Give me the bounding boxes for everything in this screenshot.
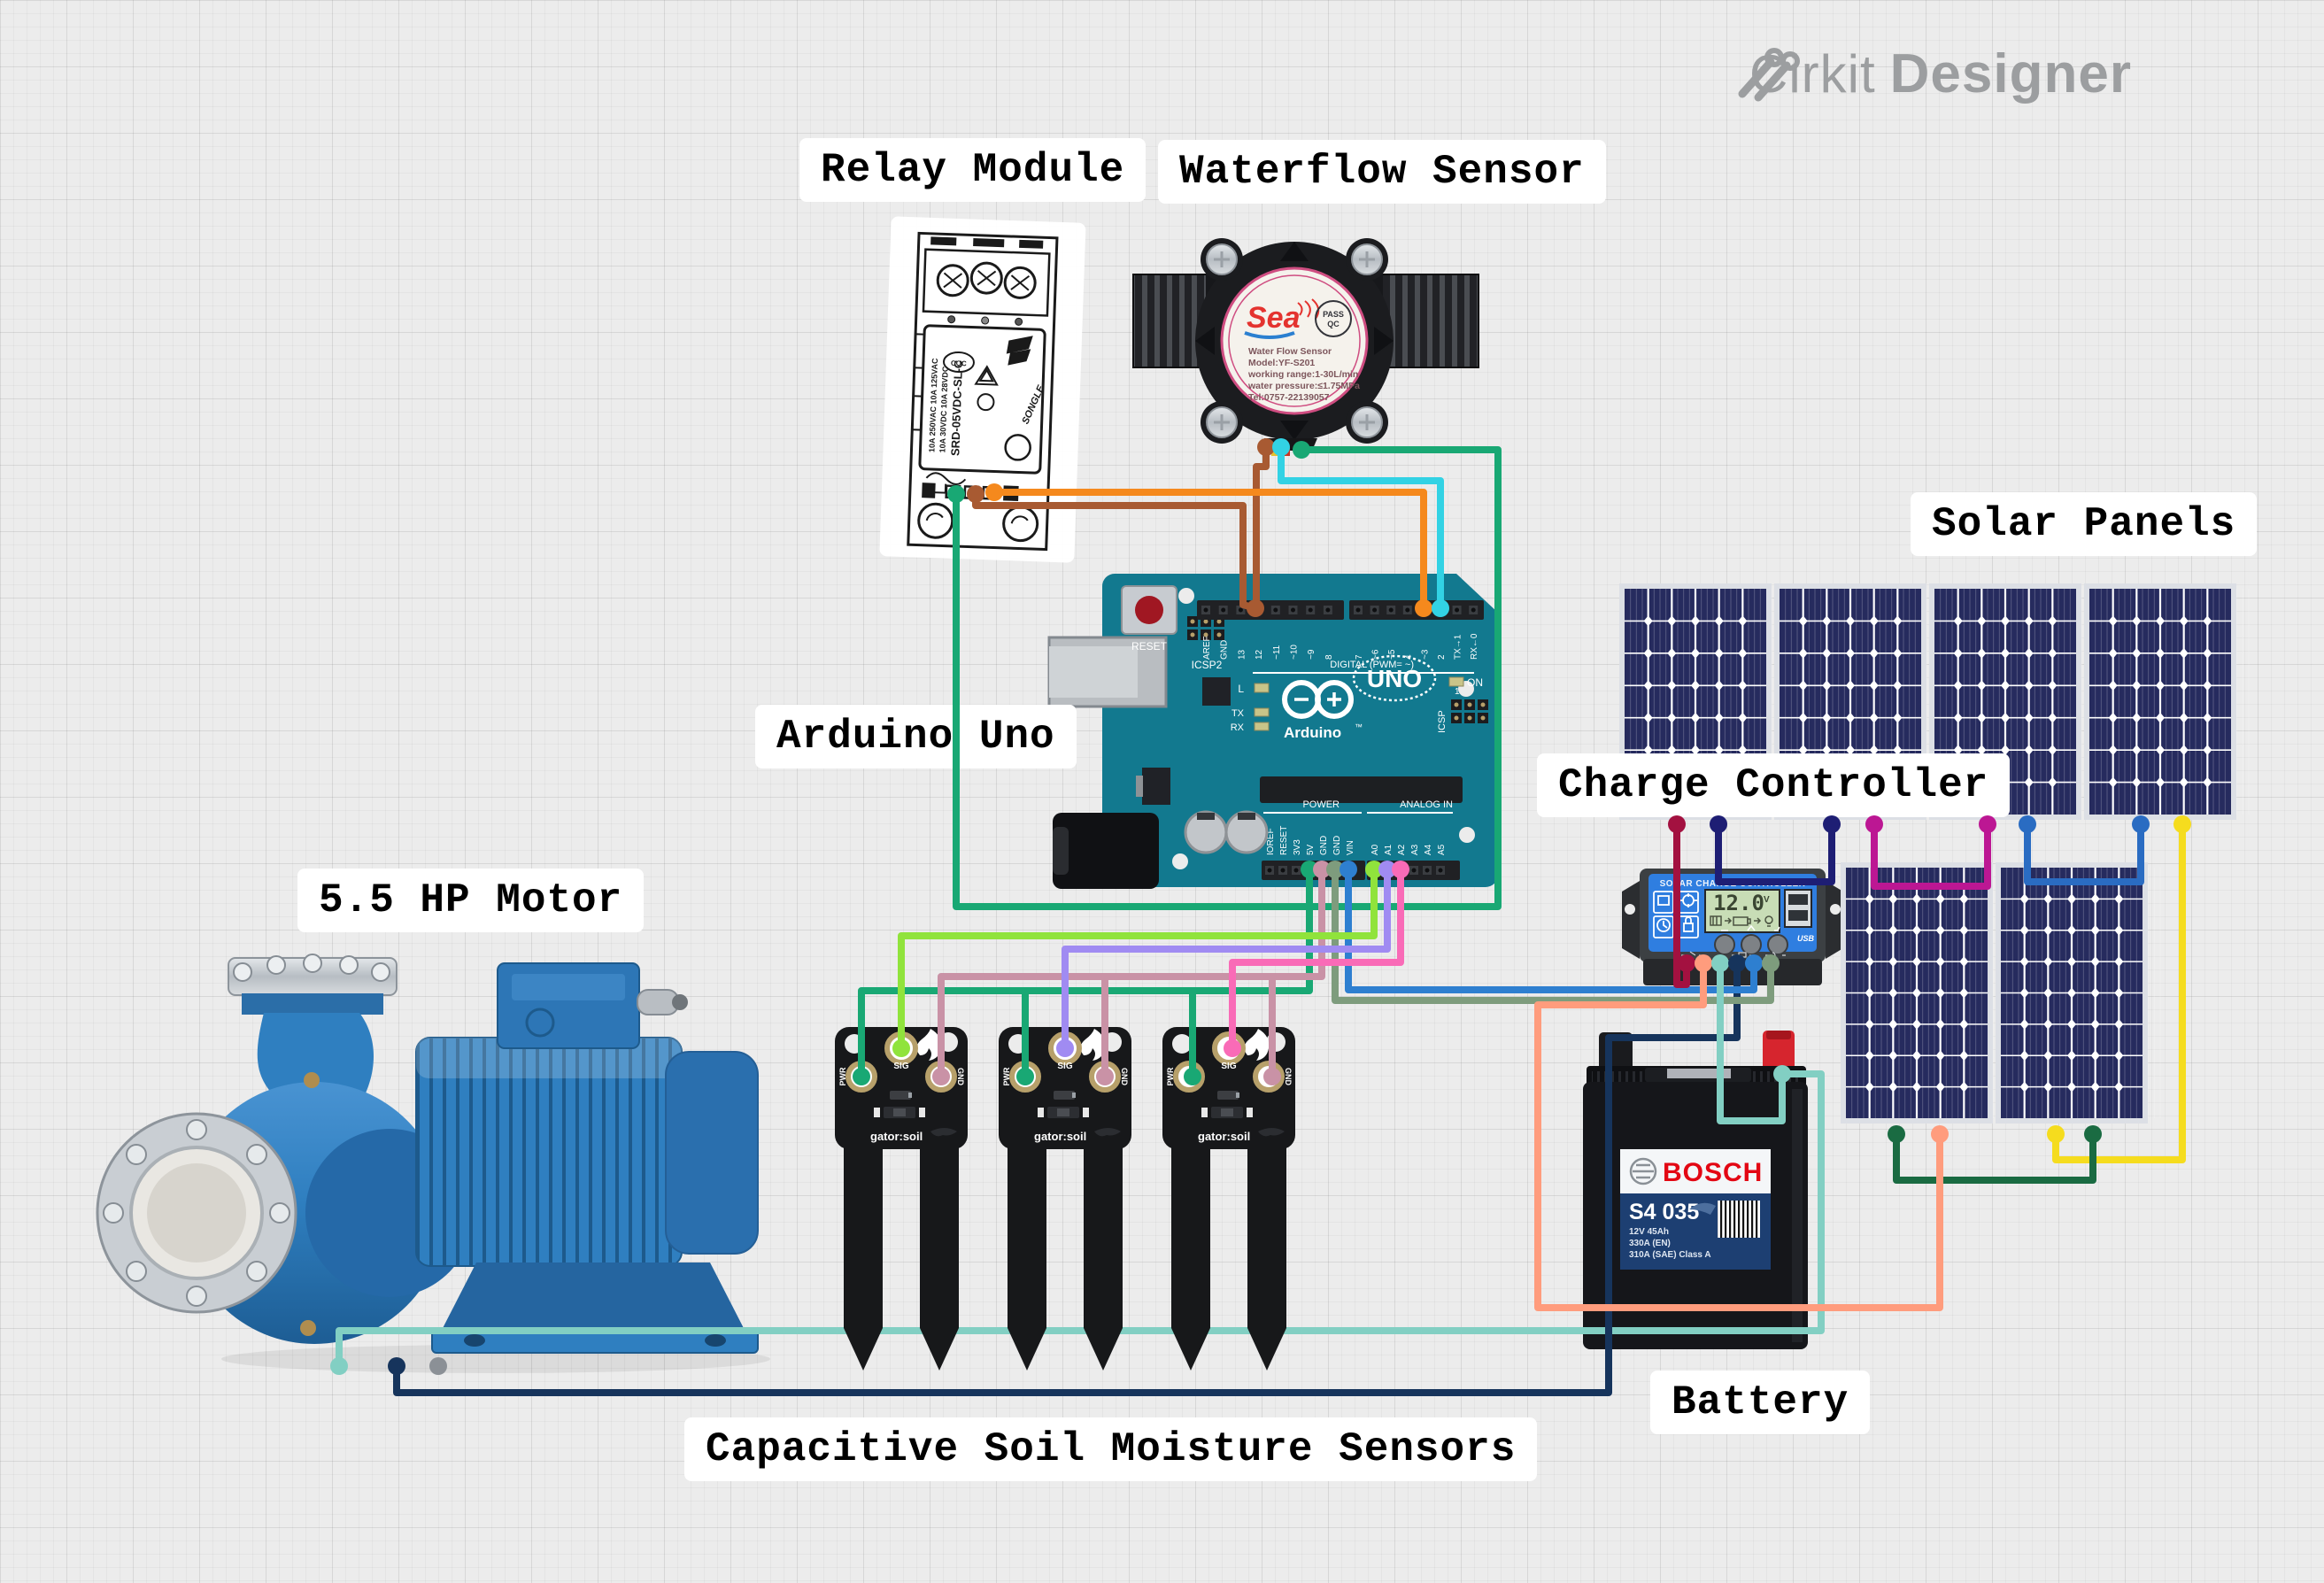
controller-title: SOLAR CHARGE CONTROLLER xyxy=(1660,879,1806,889)
pin-label: AREF xyxy=(1202,636,1212,660)
pin-label: GND xyxy=(1332,836,1342,855)
label-motor[interactable]: 5.5 HP Motor xyxy=(297,869,645,932)
arduino-tm: ™ xyxy=(1355,722,1363,731)
pin-label: TX→1 xyxy=(1454,634,1463,660)
terminal-screw[interactable] xyxy=(1745,954,1763,972)
label-relay-module[interactable]: Relay Module xyxy=(799,138,1147,202)
waterflow-stamp2: QC xyxy=(1327,320,1340,328)
pin-label: GND xyxy=(1319,836,1329,855)
pin-label: A2 xyxy=(1397,844,1407,855)
terminal-screw[interactable] xyxy=(1762,954,1780,972)
pin-label: GND xyxy=(1220,640,1230,660)
solar-panel-6[interactable] xyxy=(1996,862,2161,1124)
pin-label: ~10 xyxy=(1290,645,1300,660)
svg-text:Water Flow Sensor: Water Flow Sensor xyxy=(1248,346,1332,357)
logo-word2: Designer xyxy=(1889,43,2132,104)
relay-rating2: 10A 30VDC 10A 28VDC xyxy=(938,366,949,453)
usb-label: USB xyxy=(1797,934,1815,943)
pin-label: ~11 xyxy=(1272,645,1282,660)
motor-pump[interactable] xyxy=(96,954,770,1373)
waterflow-stamp1: PASS xyxy=(1323,310,1344,319)
pin-label: RESET xyxy=(1279,826,1289,855)
svg-text:310A (SAE) Class A: 310A (SAE) Class A xyxy=(1629,1250,1711,1260)
waterflow-info: Water Flow Sensor Model:YF-S201 working … xyxy=(1247,346,1360,403)
voltage-regulator xyxy=(1142,768,1170,805)
label-arduino-uno[interactable]: Arduino Uno xyxy=(755,705,1077,768)
svg-text:V: V xyxy=(1764,895,1770,905)
label-waterflow-sensor[interactable]: Waterflow Sensor xyxy=(1158,140,1606,204)
label-charge-controller[interactable]: Charge Controller xyxy=(1537,753,2011,817)
analog-caption: ANALOG IN xyxy=(1400,799,1453,810)
svg-text:12.0: 12.0 xyxy=(1713,891,1764,915)
usb-port xyxy=(1784,889,1812,928)
chip-usb-bridge xyxy=(1202,677,1231,706)
solar-panel-4[interactable] xyxy=(2084,583,2250,820)
terminal-screw[interactable] xyxy=(1728,954,1746,972)
pin-label: 13 xyxy=(1237,649,1247,660)
arduino-brand: Arduino xyxy=(1284,724,1341,741)
icsp2-label: ICSP2 xyxy=(1192,659,1223,671)
pin-label: 2 xyxy=(1437,654,1447,660)
pin-label: RX←0 xyxy=(1470,633,1479,660)
icsp-label: ICSP xyxy=(1437,710,1448,733)
svg-text:S4 035: S4 035 xyxy=(1629,1200,1699,1224)
charge-controller[interactable]: SOLAR CHARGE CONTROLLER 12.0 V xyxy=(1622,869,1843,985)
label-battery[interactable]: Battery xyxy=(1650,1371,1871,1434)
led-l-label: L xyxy=(1238,683,1244,695)
svg-text:water pressure:≤1.75MPa: water pressure:≤1.75MPa xyxy=(1247,381,1360,391)
controller-lcd: 12.0 V xyxy=(1704,889,1780,933)
svg-text:12V 45Ah: 12V 45Ah xyxy=(1629,1227,1669,1237)
pin-label: A0 xyxy=(1370,844,1380,855)
terminal-screw[interactable] xyxy=(1695,954,1712,972)
waterflow-sensor[interactable]: Sea PASS QC Water Flow Sensor Model:YF-S… xyxy=(1132,238,1479,456)
relay-cert: CQC xyxy=(951,359,967,368)
pin-label: VIN xyxy=(1346,840,1355,855)
pin-label: ~6 xyxy=(1371,649,1381,660)
solar-panel-5[interactable] xyxy=(1841,862,2006,1124)
svg-text:BOSCH: BOSCH xyxy=(1663,1158,1763,1187)
led-rx-label: RX xyxy=(1231,722,1245,733)
pin-label: A4 xyxy=(1424,844,1433,855)
uno-label: UNO xyxy=(1367,665,1422,692)
label-soil-sensors[interactable]: Capacitive Soil Moisture Sensors xyxy=(684,1417,1538,1481)
pin-label: 3V3 xyxy=(1293,839,1302,855)
svg-text:Model:YF-S201: Model:YF-S201 xyxy=(1248,358,1315,368)
battery[interactable]: BOSCH S4 035 12V 45Ah 330A (EN) 310A (SA… xyxy=(1583,1031,1808,1349)
power-jack xyxy=(1053,813,1159,889)
pin-label: 5V xyxy=(1306,844,1316,855)
pin-label: ~5 xyxy=(1387,649,1397,660)
battery-label: BOSCH S4 035 12V 45Ah 330A (EN) 310A (SA… xyxy=(1620,1149,1771,1270)
svg-text:Tel:0757-22139057: Tel:0757-22139057 xyxy=(1248,392,1330,403)
power-caption: POWER xyxy=(1302,799,1340,810)
terminal-screw[interactable] xyxy=(1678,954,1695,972)
on-label: ON xyxy=(1467,676,1483,689)
pin-label: ~9 xyxy=(1307,649,1316,660)
relay-model: SRD-05VDC-SL-C xyxy=(948,359,965,456)
svg-text:working range:1-30L/min: working range:1-30L/min xyxy=(1247,369,1358,380)
relay-module[interactable]: 10A 250VAC 10A 125VAC 10A 30VDC 10A 28VD… xyxy=(879,216,1086,563)
cirkit-logo-icon xyxy=(1738,48,1800,102)
pin-label: A5 xyxy=(1437,844,1447,855)
label-solar-panels[interactable]: Solar Panels xyxy=(1911,492,2258,556)
cirkit-designer-logo: Cirkit Designer xyxy=(1737,42,2132,105)
pin-label: ~3 xyxy=(1420,649,1430,660)
pin-label: A3 xyxy=(1410,844,1420,855)
waterflow-brand: Sea xyxy=(1247,301,1301,335)
reset-label: RESET xyxy=(1131,640,1168,653)
relay-rating1: 10A 250VAC 10A 125VAC xyxy=(927,358,939,452)
pin-label: 12 xyxy=(1255,649,1264,660)
svg-text:330A (EN): 330A (EN) xyxy=(1629,1239,1671,1248)
reset-button[interactable] xyxy=(1121,585,1177,635)
terminal-screw[interactable] xyxy=(1711,954,1729,972)
icsp-one: 1 xyxy=(1455,687,1460,697)
pin-label: A1 xyxy=(1384,844,1394,855)
led-tx-label: TX xyxy=(1231,708,1245,719)
